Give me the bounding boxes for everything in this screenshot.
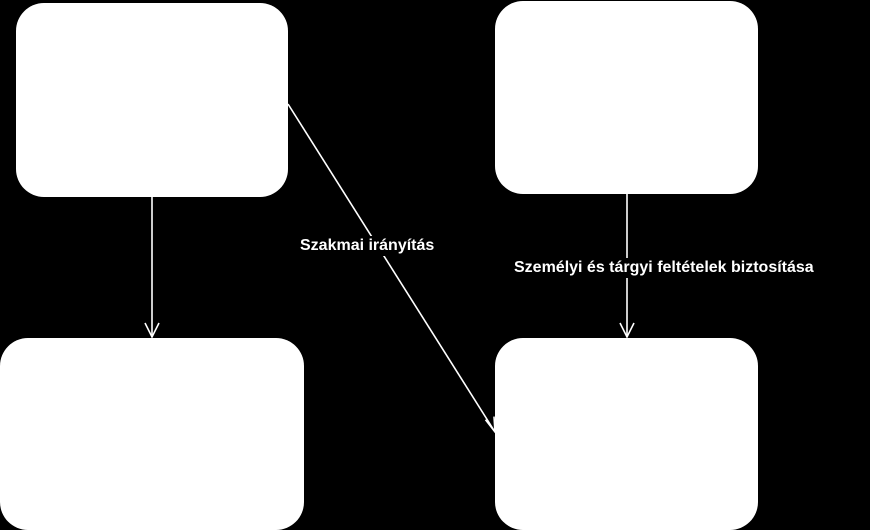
diagram-box-bottom-right (495, 338, 758, 530)
diagram-box-top-left (16, 3, 288, 197)
diagram-box-top-right (495, 1, 758, 194)
arrow-top-left-to-bottom-left (144, 197, 160, 339)
edge-label-szakmai-iranyitas: Szakmai irányítás (298, 236, 437, 256)
edge-label-szemelyi-es-targyi-feltetelek: Személyi és tárgyi feltételek biztosítás… (512, 258, 816, 278)
diagram-box-bottom-left (0, 338, 304, 530)
arrow-top-left-to-bottom-right (287, 103, 496, 435)
